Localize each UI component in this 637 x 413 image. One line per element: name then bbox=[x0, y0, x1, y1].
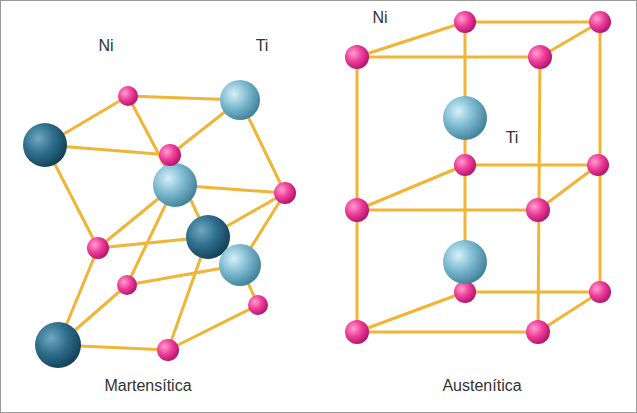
austenite-bonds bbox=[357, 22, 600, 332]
atom-label: Ni bbox=[98, 36, 113, 55]
atom-label: Ni bbox=[372, 8, 387, 27]
martensite-bonds bbox=[45, 96, 285, 350]
atom-label: Ti bbox=[506, 128, 519, 147]
austenite-atoms bbox=[345, 11, 611, 344]
atom-label: Ti bbox=[256, 36, 269, 55]
phase-caption: Martensítica bbox=[104, 376, 191, 395]
phase-caption: Austenítica bbox=[442, 376, 521, 395]
martensite-atoms bbox=[23, 80, 296, 368]
